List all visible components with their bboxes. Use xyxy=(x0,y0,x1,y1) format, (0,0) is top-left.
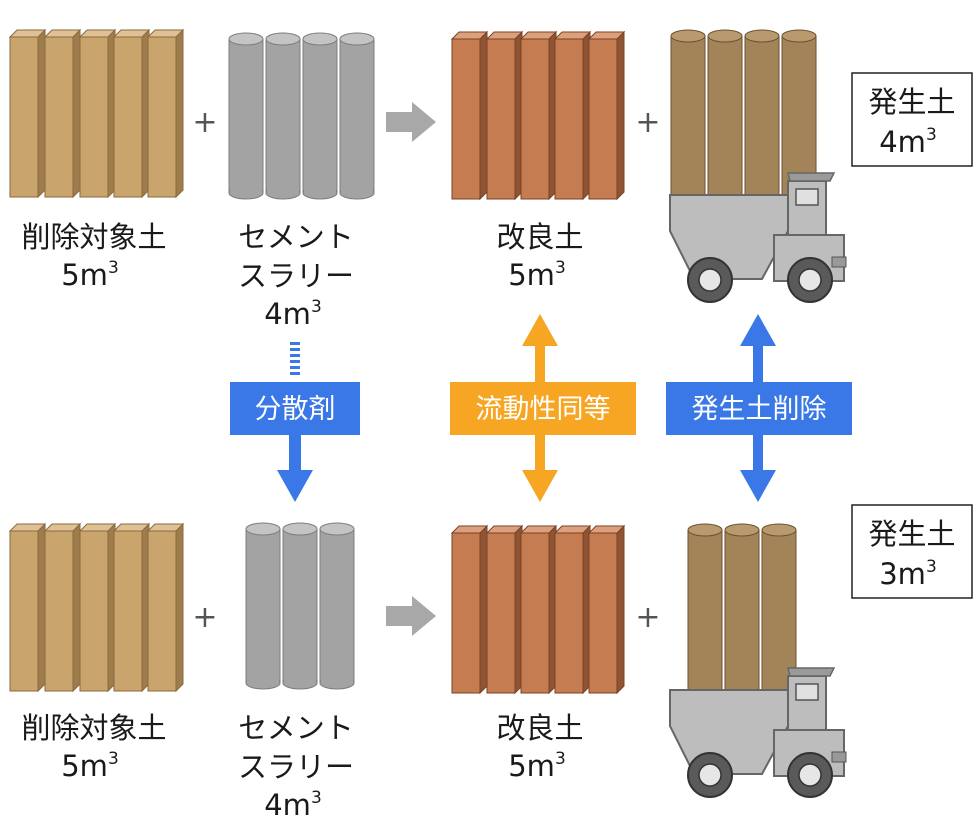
top-soil-volume: 5m3 xyxy=(61,258,119,292)
surplus-reduction-label: 発生土削除 xyxy=(692,394,827,425)
bottom-improved-boards xyxy=(451,525,625,694)
bottom-soil-name: 削除対象土 xyxy=(21,711,166,745)
dispersant-label: 分散剤 xyxy=(255,394,336,425)
dispersant-arrow xyxy=(277,342,313,502)
top-surplus-box xyxy=(851,72,973,167)
fluidity-double-arrow-icon xyxy=(522,314,558,502)
top-soil-name: 削除対象土 xyxy=(21,220,166,254)
top-slurry-name-2: スラリー xyxy=(238,259,354,293)
fluidity-label-box xyxy=(450,382,636,435)
top-improved-volume: 5m3 xyxy=(508,258,566,292)
top-slurry-volume: 4m3 xyxy=(264,297,322,331)
top-slurry-name-1: セメント xyxy=(238,220,353,254)
top-soil-boards xyxy=(9,29,184,198)
bottom-surplus-box xyxy=(851,504,973,599)
top-surplus-name: 発生土 xyxy=(868,85,955,119)
bottom-improved-name: 改良土 xyxy=(496,711,583,745)
fluidity-label: 流動性同等 xyxy=(476,394,611,425)
top-surplus-volume: 4m3 xyxy=(879,125,937,159)
bottom-soil-volume: 5m3 xyxy=(61,749,119,783)
bottom-plus-2: + xyxy=(635,600,660,635)
bottom-process-arrow-icon xyxy=(386,596,436,636)
top-process-arrow-icon xyxy=(386,102,436,142)
bottom-surplus-name: 発生土 xyxy=(868,517,955,551)
top-improved-name: 改良土 xyxy=(496,220,583,254)
top-improved-boards xyxy=(451,31,625,200)
dispersant-label-box xyxy=(230,382,360,435)
bottom-soil-boards xyxy=(9,523,184,692)
bottom-plus-1: + xyxy=(192,600,217,635)
bottom-cement-cylinders xyxy=(245,522,355,690)
top-cement-cylinders xyxy=(228,32,375,200)
bottom-slurry-name-1: セメント xyxy=(238,711,353,745)
bottom-surplus-volume: 3m3 xyxy=(879,557,937,591)
top-plus-1: + xyxy=(192,105,217,140)
top-plus-2: + xyxy=(635,105,660,140)
bottom-surplus-logs xyxy=(687,523,797,701)
bottom-slurry-volume: 4m3 xyxy=(264,788,322,822)
bottom-improved-volume: 5m3 xyxy=(508,749,566,783)
surplus-double-arrow-icon xyxy=(740,314,776,502)
surplus-reduction-label-box xyxy=(666,382,852,435)
bottom-slurry-name-2: スラリー xyxy=(238,750,354,784)
